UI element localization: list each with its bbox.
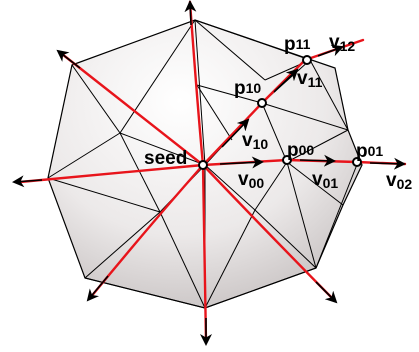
arrow-up-left — [56, 49, 81, 69]
label-v12: v12 — [329, 32, 355, 54]
geodesic-up-left — [60, 52, 205, 167]
label-v01: v01 — [312, 169, 338, 191]
label-v00: v00 — [238, 169, 264, 191]
arrow-v02 — [369, 157, 406, 170]
label-v11: v11 — [297, 68, 323, 90]
arrow-down-left — [86, 275, 109, 302]
label-v10: v10 — [242, 130, 268, 152]
vertex-p10 — [257, 98, 267, 108]
arrow-v00 — [219, 156, 264, 169]
arrow-down-right — [315, 281, 338, 304]
mesh-edges — [47, 19, 359, 309]
vertex-p11 — [302, 55, 312, 65]
arrow-v10 — [221, 118, 250, 148]
label-p10: p10 — [234, 78, 261, 99]
vertex-p01 — [352, 157, 362, 167]
vertex-seed — [198, 160, 208, 170]
vertex-p00 — [282, 155, 292, 165]
arrow-left — [12, 175, 43, 188]
label-p11: p11 — [284, 34, 311, 55]
geodesic-left — [18, 163, 205, 184]
arrow-v01 — [299, 154, 336, 167]
arrow-up — [184, 0, 197, 26]
geodesic-down-right — [201, 163, 334, 300]
label-p01: p01 — [356, 141, 383, 162]
vertices — [198, 55, 362, 170]
direction-arrows — [12, 0, 406, 346]
label-p00: p00 — [287, 140, 314, 161]
arrow-v12 — [317, 44, 344, 57]
labels: seed p00 p01 p10 p11 v00 v01 v02 v10 v11… — [144, 32, 412, 192]
label-seed: seed — [144, 148, 187, 169]
arrow-v11 — [273, 68, 299, 93]
label-v02: v02 — [386, 170, 412, 192]
